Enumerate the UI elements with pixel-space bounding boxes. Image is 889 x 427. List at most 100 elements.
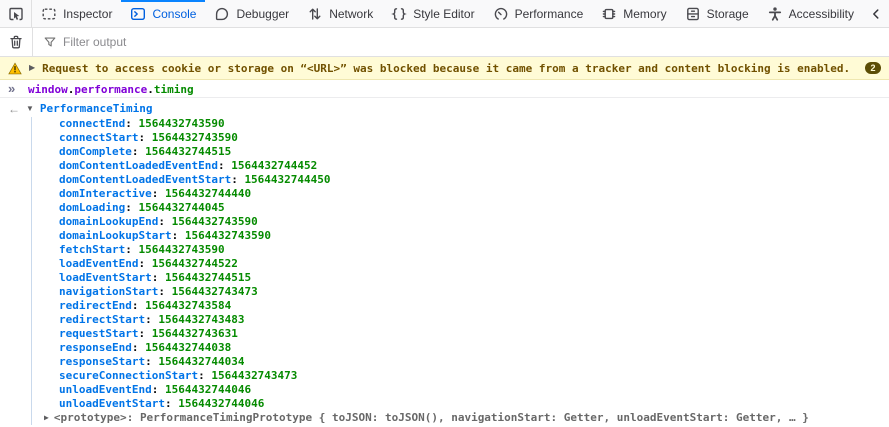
- object-property-row[interactable]: unloadEventEnd: 1564432744046: [44, 383, 881, 397]
- property-value: 1564432743590: [171, 215, 258, 228]
- property-colon: :: [198, 369, 212, 382]
- object-property-row[interactable]: unloadEventStart: 1564432744046: [44, 397, 881, 411]
- network-icon: [307, 6, 323, 22]
- property-colon: :: [171, 229, 185, 242]
- warning-expand-twisty[interactable]: ▶: [29, 63, 36, 72]
- command-token: timing: [153, 82, 194, 96]
- prototype-row[interactable]: ▶ <prototype>: PerformanceTimingPrototyp…: [44, 411, 881, 425]
- object-property-row[interactable]: responseEnd: 1564432744038: [44, 341, 881, 355]
- object-property-row[interactable]: domainLookupEnd: 1564432743590: [44, 215, 881, 229]
- funnel-icon: [43, 35, 57, 49]
- tab-accessibility[interactable]: Accessibility: [758, 0, 863, 27]
- warning-triangle-icon: [8, 62, 22, 75]
- tab-label: Memory: [623, 6, 667, 21]
- property-colon: :: [151, 271, 165, 284]
- object-property-row[interactable]: fetchStart: 1564432743590: [44, 243, 881, 257]
- tab-memory[interactable]: Memory: [592, 0, 675, 27]
- property-name: domLoading: [59, 201, 126, 214]
- property-colon: :: [125, 243, 139, 256]
- tab-style-editor[interactable]: Style Editor: [382, 0, 483, 27]
- chevron-left-icon[interactable]: [869, 7, 883, 21]
- console-command-echo[interactable]: » window.performance.timing: [0, 80, 889, 98]
- object-property-row[interactable]: domInteractive: 1564432744440: [44, 187, 881, 201]
- tab-debugger[interactable]: Debugger: [205, 0, 298, 27]
- property-colon: :: [145, 355, 159, 368]
- object-property-row[interactable]: domContentLoadedEventStart: 156443274445…: [44, 173, 881, 187]
- object-property-row[interactable]: responseStart: 1564432744034: [44, 355, 881, 369]
- console-warning-message[interactable]: ▶ Request to access cookie or storage on…: [0, 57, 889, 80]
- devtools-toolbar: Inspector Console Debugger Network: [0, 0, 889, 28]
- property-name: unloadEventEnd: [59, 383, 152, 396]
- object-property-row[interactable]: domLoading: 1564432744045: [44, 201, 881, 215]
- input-prompt-icon: »: [8, 81, 15, 96]
- tab-storage[interactable]: Storage: [676, 0, 758, 27]
- memory-icon: [601, 6, 617, 22]
- result-header[interactable]: ← ▼ PerformanceTiming: [8, 101, 881, 116]
- node-picker-button[interactable]: [0, 0, 33, 27]
- tab-console[interactable]: Console: [121, 0, 206, 27]
- property-name: secureConnectionStart: [59, 369, 199, 382]
- property-value: 1564432743590: [151, 131, 238, 144]
- tab-label: Inspector: [63, 6, 113, 21]
- performance-icon: [493, 6, 509, 22]
- prototype-expand-twisty[interactable]: ▶: [44, 413, 49, 422]
- object-expand-twisty[interactable]: ▼: [26, 103, 34, 113]
- filter-output-input[interactable]: [63, 35, 879, 49]
- property-value: 1564432744450: [244, 173, 331, 186]
- property-colon: :: [164, 397, 179, 410]
- tab-label: Accessibility: [788, 6, 854, 21]
- property-name: requestStart: [59, 327, 139, 340]
- return-value-arrow-icon: ←: [8, 101, 20, 116]
- property-name: responseStart: [59, 355, 146, 368]
- tab-network[interactable]: Network: [298, 0, 382, 27]
- object-property-row[interactable]: redirectEnd: 1564432743584: [44, 299, 881, 313]
- object-property-row[interactable]: connectStart: 1564432743590: [44, 131, 881, 145]
- tab-performance[interactable]: Performance: [484, 0, 593, 27]
- property-name: redirectStart: [59, 313, 146, 326]
- command-token: .: [147, 82, 154, 96]
- node-picker-icon: [8, 6, 24, 22]
- console-secondary-toolbar: [0, 28, 889, 57]
- property-name: navigationStart: [59, 285, 159, 298]
- object-property-row[interactable]: loadEventEnd: 1564432744522: [44, 257, 881, 271]
- object-class-name[interactable]: PerformanceTiming: [39, 102, 153, 115]
- property-value: 1564432744034: [158, 355, 245, 368]
- property-value: 1564432744452: [231, 159, 318, 172]
- command-token: .: [67, 82, 75, 96]
- object-property-row[interactable]: redirectStart: 1564432743483: [44, 313, 881, 327]
- object-property-row[interactable]: connectEnd: 1564432743590: [44, 117, 881, 131]
- object-property-row[interactable]: navigationStart: 1564432743473: [44, 285, 881, 299]
- object-property-row[interactable]: secureConnectionStart: 1564432743473: [44, 369, 881, 383]
- tab-label: Network: [329, 6, 374, 21]
- property-colon: :: [231, 173, 245, 186]
- property-name: domContentLoadedEventEnd: [59, 159, 218, 172]
- tab-label: Style Editor: [413, 6, 475, 21]
- prototype-colon: :: [126, 411, 140, 424]
- tab-inspector[interactable]: Inspector: [32, 0, 121, 27]
- console-icon: [130, 6, 146, 22]
- object-property-row[interactable]: loadEventStart: 1564432744515: [44, 271, 881, 285]
- trash-icon: [8, 34, 24, 50]
- clear-console-button[interactable]: [0, 28, 33, 56]
- object-property-row[interactable]: domContentLoadedEventEnd: 1564432744452: [44, 159, 881, 173]
- property-colon: :: [145, 313, 159, 326]
- object-properties: connectEnd: 1564432743590 connectStart: …: [44, 117, 881, 411]
- property-value: 1564432743473: [211, 369, 298, 382]
- warning-text: Request to access cookie or storage on “…: [42, 61, 851, 75]
- object-property-row[interactable]: domainLookupStart: 1564432743590: [44, 229, 881, 243]
- property-value: 1564432744440: [164, 187, 252, 200]
- property-name: redirectEnd: [59, 299, 132, 312]
- tab-label: Console: [152, 6, 197, 21]
- object-property-row[interactable]: requestStart: 1564432743631: [44, 327, 881, 341]
- property-name: connectEnd: [59, 117, 126, 130]
- prototype-text: <prototype>: PerformanceTimingPrototype …: [54, 411, 809, 425]
- property-value: 1564432743590: [184, 229, 271, 242]
- tab-label: Debugger: [236, 6, 290, 21]
- object-property-row[interactable]: domComplete: 1564432744515: [44, 145, 881, 159]
- property-value: 1564432743590: [138, 243, 225, 256]
- console-result: ← ▼ PerformanceTiming connectEnd: 156443…: [0, 98, 889, 425]
- property-value: 1564432743631: [151, 327, 238, 340]
- tab-label: Storage: [706, 6, 749, 21]
- property-value: 1564432744046: [178, 397, 265, 410]
- property-colon: :: [158, 215, 172, 228]
